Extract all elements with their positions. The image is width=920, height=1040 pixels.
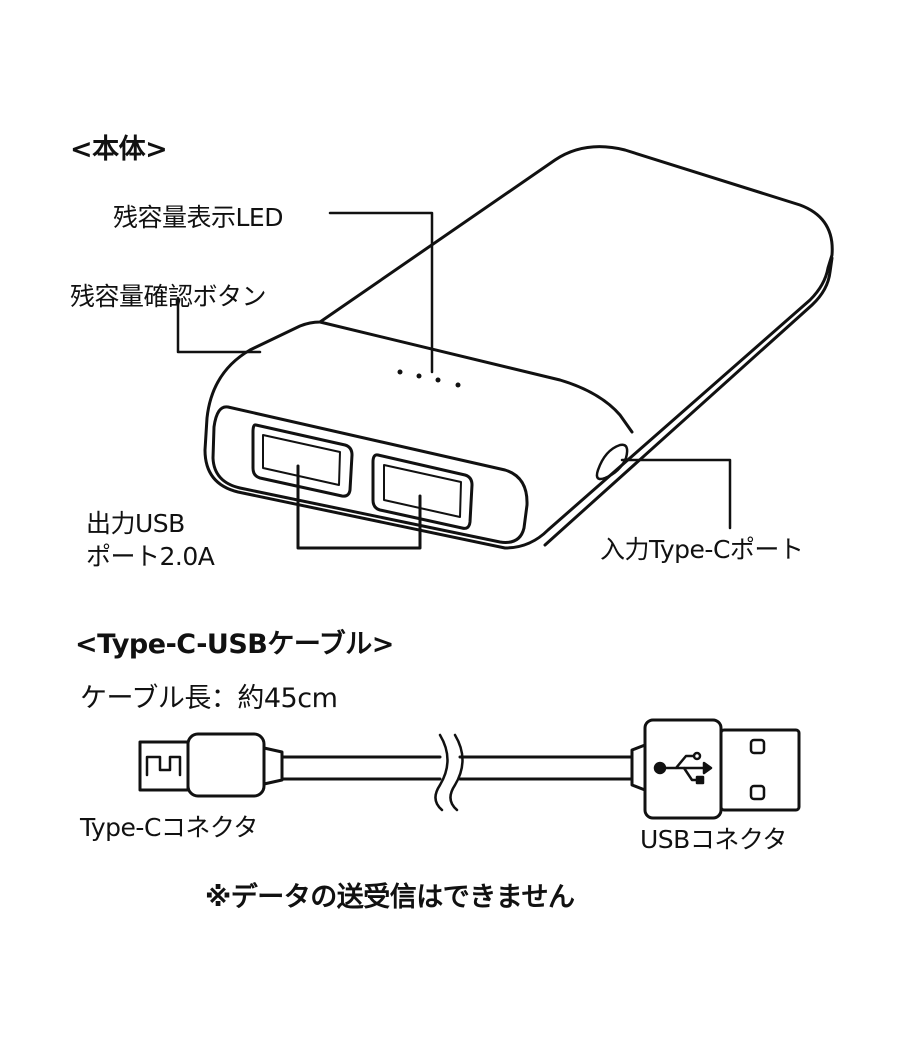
typec-input-label: 入力Type-Cポート [600,535,804,564]
power-bank-front-face [211,405,529,544]
button-band-edge [318,320,634,434]
usb-output-label-line2: ポート2.0A [86,542,215,571]
typec-strain-relief [262,746,284,786]
typec-connector-body [186,732,266,798]
usb-port-1 [251,423,354,498]
typec-leader-line [620,458,732,530]
cable-drawing [138,718,801,820]
usb-output-label-line1: 出力USB [86,509,185,538]
usb-port-1-inner [262,434,341,486]
typec-connector-label: Type-Cコネクタ [80,813,258,842]
usb-symbol-icon [653,751,713,785]
side-edge [543,256,834,547]
cable-line-left [280,755,442,781]
usb-port-2-inner [383,464,462,518]
body-section-title: <本体> [70,134,168,165]
usb-strain-relief [630,743,647,792]
typec-contacts [145,755,182,777]
cable-break [434,733,464,812]
usb-connector-metal [719,728,801,812]
led-dots [397,369,461,388]
cable-line-right [458,755,634,781]
cable-section-title: <Type-C-USBケーブル> [75,629,394,660]
power-bank-drawing [176,145,834,550]
usb-port-2 [371,453,474,530]
led-label: 残容量表示LED [113,203,283,232]
led-leader-line [328,211,434,374]
button-leader-line [176,296,262,354]
typec-port [595,443,629,481]
cable-length-label: ケーブル長：約45cm [80,683,338,714]
power-bank-outline [203,145,834,550]
button-label: 残容量確認ボタン [70,282,267,311]
data-transfer-note: ※データの送受信はできません [205,882,575,913]
usb-leader-line [296,464,422,550]
usb-connector-label: USBコネクタ [640,825,787,854]
